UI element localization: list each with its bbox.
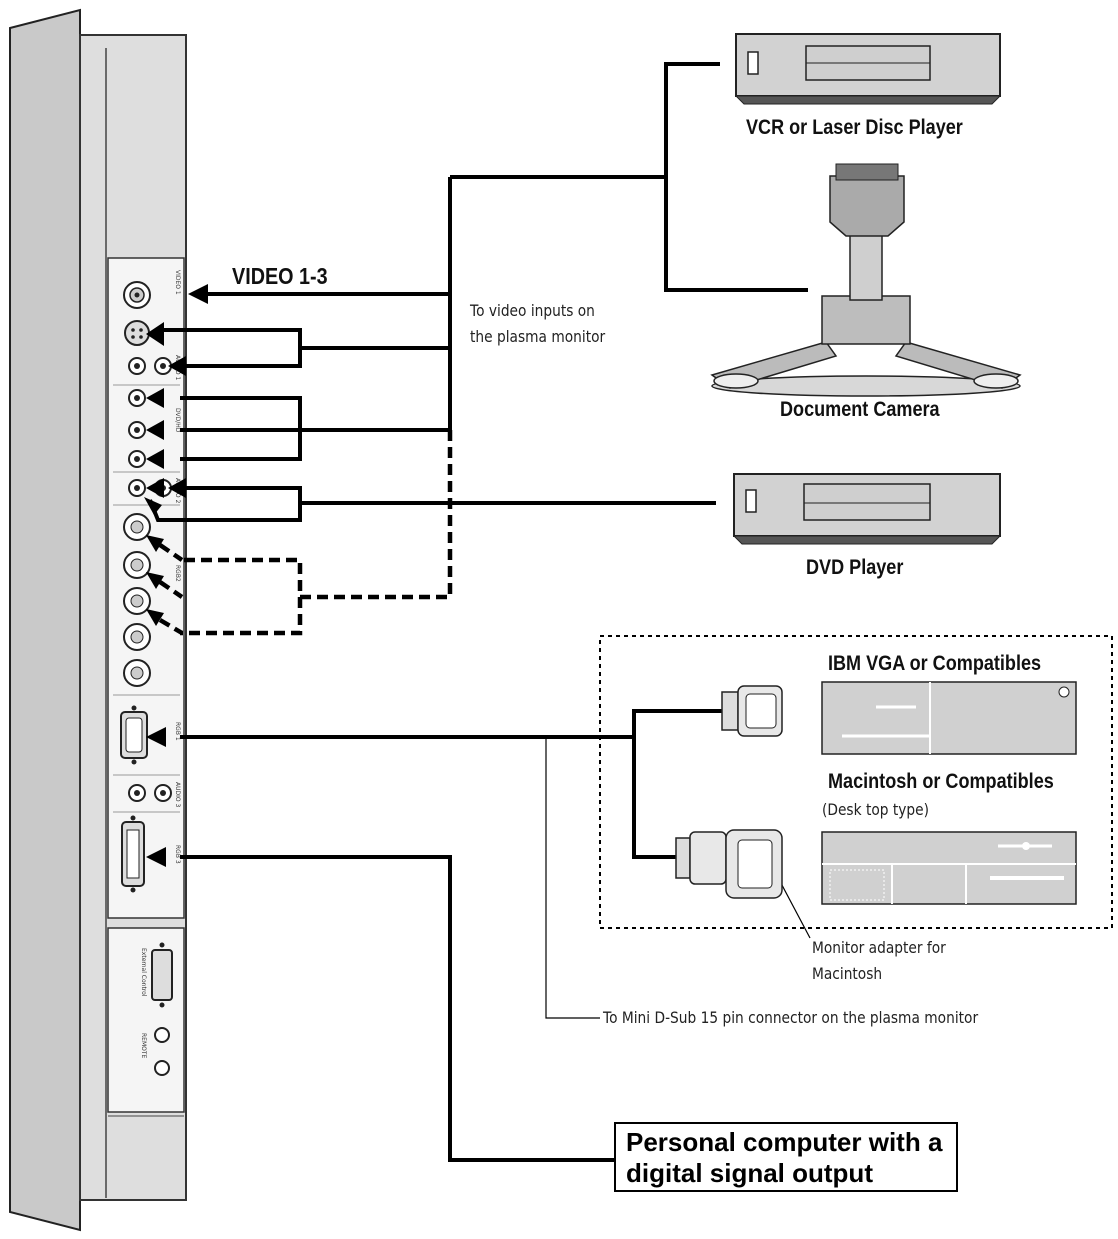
- vga-cable: [180, 709, 722, 859]
- vcr-label: VCR or Laser Disc Player: [746, 116, 963, 139]
- macintosh-label: Macintosh or Compatibles: [828, 770, 1054, 793]
- vcr-device: [734, 33, 1002, 105]
- cables: [148, 62, 808, 522]
- to-video-inputs-line1: To video inputs on: [470, 301, 595, 320]
- to-video-inputs-line2: the plasma monitor: [470, 327, 606, 346]
- panel-connectors: [120, 281, 173, 1076]
- document-camera: [710, 163, 1022, 397]
- rgb2-bnc-jacks: [123, 513, 151, 687]
- ibm-pc-device: [821, 681, 1077, 755]
- rgb2-dashed-cables: [158, 430, 453, 636]
- personal-computer-box: Personal computer with a digital signal …: [614, 1122, 958, 1192]
- panel-label-dvd-hd: DVD/HD: [174, 408, 181, 433]
- monitor-adapter-line2: Macintosh: [812, 964, 883, 983]
- computers-group-frame: [599, 635, 1113, 929]
- desk-top-type-label: (Desk top type): [822, 800, 929, 819]
- external-control-jack: [151, 942, 173, 1008]
- dvd-hd-jacks: [128, 389, 146, 468]
- dvi-cable: [180, 855, 616, 1162]
- mac-pc-device: [821, 831, 1077, 905]
- audio3-jacks: [128, 784, 172, 802]
- panel-label-audio3: AUDIO 3: [174, 782, 181, 808]
- dvi-jack: [121, 815, 145, 893]
- monitor-adapter-line1: Monitor adapter for: [812, 938, 946, 957]
- panel-label-external-control: External Control: [140, 948, 147, 997]
- bnc-video1-jack: [123, 281, 151, 309]
- mini-dsub-leader: [545, 737, 600, 1019]
- document-camera-label: Document Camera: [780, 398, 940, 421]
- remote-jacks: [154, 1027, 170, 1076]
- dvd-player-label: DVD Player: [806, 556, 904, 579]
- personal-computer-line1: Personal computer with a: [626, 1127, 943, 1157]
- panel-label-rgb1: RGB 1: [174, 722, 181, 741]
- panel-label-remote: REMOTE: [140, 1033, 147, 1059]
- svideo-jack: [124, 320, 150, 346]
- mac-adapter-plug: [675, 829, 783, 899]
- arrowheads: [144, 284, 208, 867]
- vga-plug: [721, 685, 783, 737]
- panel-label-rgb2: RGB2: [174, 565, 181, 582]
- personal-computer-line2: digital signal output: [626, 1158, 873, 1188]
- panel-label-video1: VIDEO 1: [174, 270, 181, 295]
- ibm-vga-label: IBM VGA or Compatibles: [828, 652, 1042, 675]
- video-1-3-label: VIDEO 1-3: [232, 263, 328, 289]
- rgb1-dsub-jack: [120, 705, 148, 765]
- to-mini-dsub-label: To Mini D-Sub 15 pin connector on the pl…: [603, 1008, 979, 1027]
- audio1-jacks: [128, 357, 172, 375]
- dvd-player-device: [732, 473, 1002, 545]
- panel-label-rgb3: RGB 3: [174, 845, 181, 864]
